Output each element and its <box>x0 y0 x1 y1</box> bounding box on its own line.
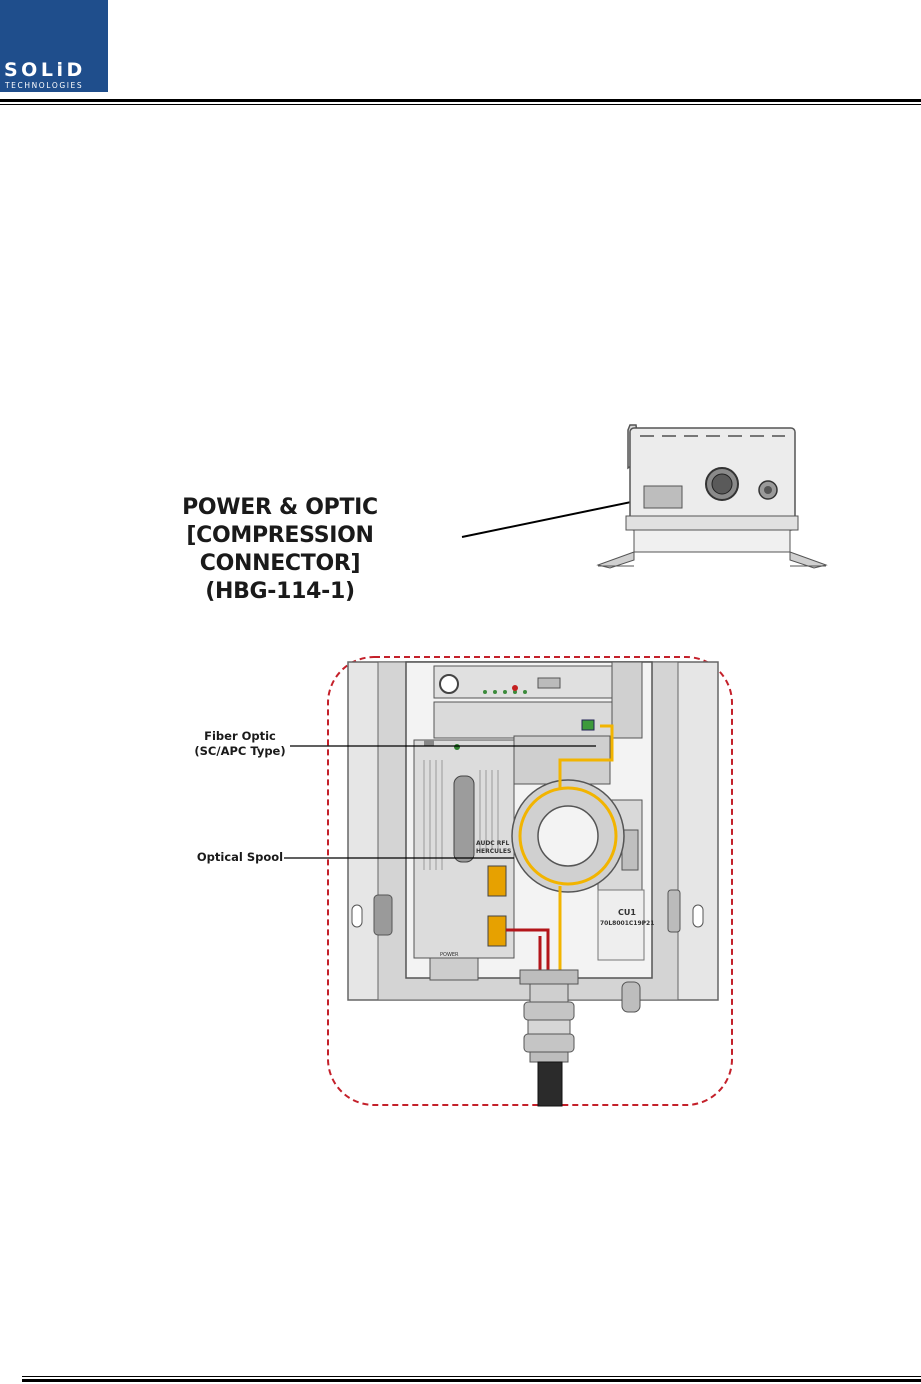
callout-line-2: [COMPRESSION CONNECTOR] <box>110 522 450 578</box>
callout-line-3: (HBG-114-1) <box>110 578 450 606</box>
fiber-label-line-2: (SC/APC Type) <box>184 744 296 759</box>
callout-line-1: POWER & OPTIC <box>110 494 450 522</box>
module-tag-2: 70L8001C19P21 <box>600 920 654 927</box>
logo-sub-text: TECHNOLOGIES <box>4 81 83 90</box>
enclosure-side-view <box>598 425 826 568</box>
logo-brand-text: SOLiD <box>4 59 86 81</box>
power-label: POWER <box>440 952 459 958</box>
optical-spool-label: Optical Spool <box>184 850 296 865</box>
footer-rule <box>22 1379 921 1382</box>
footer-rule-thin <box>22 1376 921 1377</box>
solid-logo: SOLiD TECHNOLOGIES <box>0 0 108 92</box>
header-rule-thin <box>0 104 921 105</box>
board-text-2: HERCULES <box>476 848 511 855</box>
side-view-figure: POWER & OPTIC [COMPRESSION CONNECTOR] (H… <box>100 410 840 620</box>
connector-callout: POWER & OPTIC [COMPRESSION CONNECTOR] (H… <box>110 494 450 606</box>
header-rule <box>0 99 921 102</box>
interior-view-figure: CU1 70L8001C19P21 AUDC RFL HERCULES POWE… <box>170 640 760 1120</box>
fiber-optic-label: Fiber Optic (SC/APC Type) <box>184 729 296 759</box>
fiber-label-line-1: Fiber Optic <box>184 729 296 744</box>
enclosure-interior: CU1 70L8001C19P21 AUDC RFL HERCULES POWE… <box>348 662 718 1106</box>
module-tag-1: CU1 <box>618 908 636 917</box>
board-text: AUDC RFL <box>476 840 510 847</box>
